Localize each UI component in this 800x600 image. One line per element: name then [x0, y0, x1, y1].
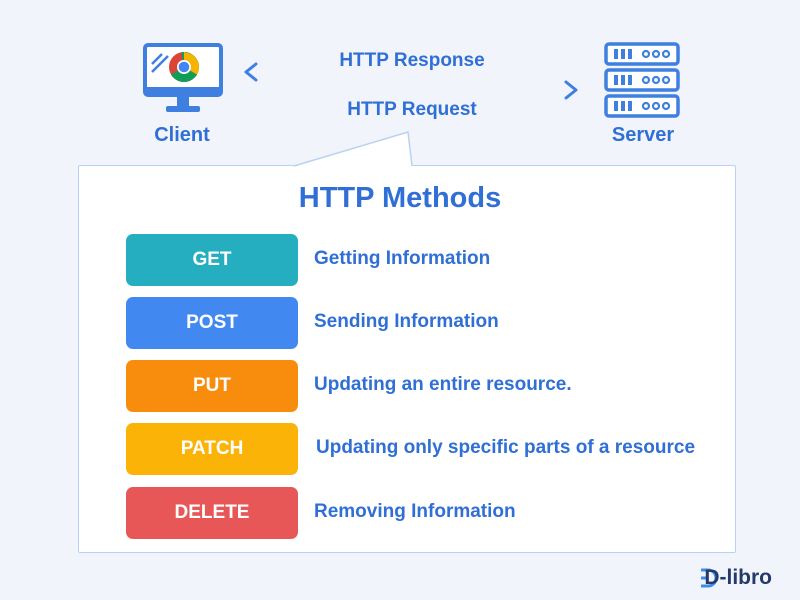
method-row-put: PUT Updating an entire resource.	[126, 360, 726, 412]
method-row-delete: DELETE Removing Information	[126, 487, 726, 539]
get-method-badge: GET	[126, 234, 298, 286]
dlibro-logo: D-libro	[700, 566, 772, 590]
http-request-label: HTTP Request	[347, 99, 477, 120]
panel-title: HTTP Methods	[298, 182, 502, 214]
dlibro-mark-icon	[701, 568, 718, 588]
server-label: Server	[611, 124, 675, 146]
get-method-description: Getting Information	[314, 248, 491, 269]
put-method-badge: PUT	[126, 360, 298, 412]
patch-method-description: Updating only specific parts of a resour…	[316, 437, 696, 458]
method-row-get: GET Getting Information	[126, 234, 726, 286]
logo-text: D-libro	[704, 566, 772, 589]
delete-method-description: Removing Information	[314, 501, 516, 522]
delete-method-badge: DELETE	[126, 487, 298, 539]
post-method-badge: POST	[126, 297, 298, 349]
method-row-post: POST Sending Information	[126, 297, 726, 349]
client-label: Client	[154, 124, 210, 146]
server-rack-icon	[604, 42, 680, 118]
callout-pointer	[293, 131, 413, 167]
http-response-label: HTTP Response	[339, 50, 485, 71]
patch-method-badge: PATCH	[126, 423, 298, 475]
put-method-description: Updating an entire resource.	[314, 374, 572, 395]
method-row-patch: PATCH Updating only specific parts of a …	[126, 423, 726, 475]
post-method-description: Sending Information	[314, 311, 499, 332]
monitor-browser-icon	[143, 43, 223, 112]
response-arrow	[244, 62, 578, 100]
